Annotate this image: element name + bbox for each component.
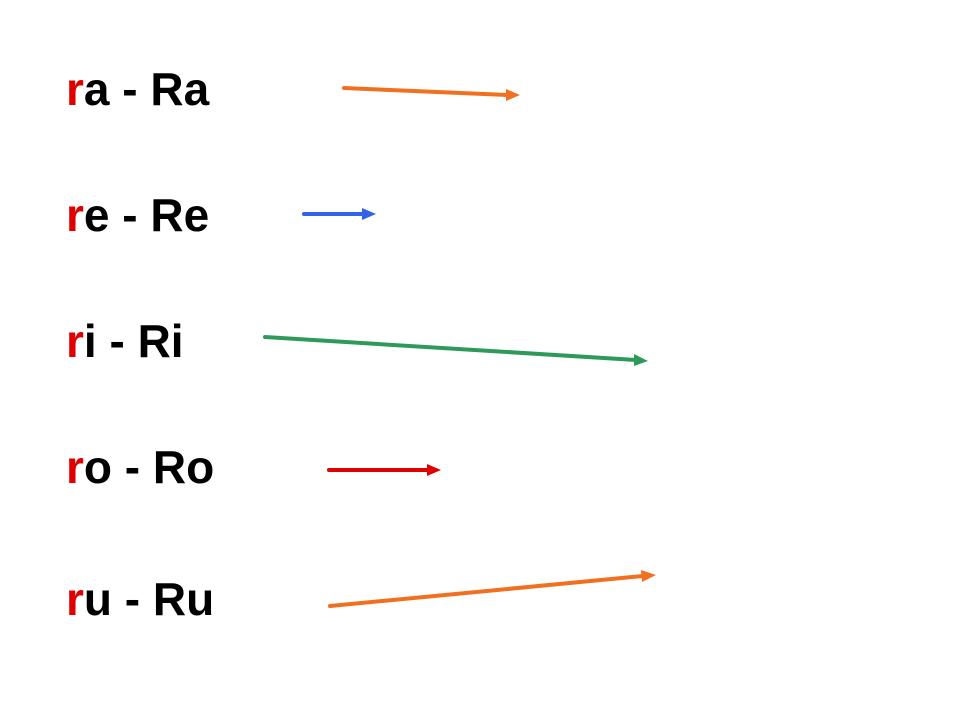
arrow-re xyxy=(302,208,376,220)
syllable-text: i - Ri xyxy=(83,315,184,367)
syllable-row-ro: ro - Ro xyxy=(66,444,214,490)
syllable-initial: r xyxy=(66,63,84,115)
arrow-ru xyxy=(328,570,656,608)
syllable-initial: r xyxy=(66,315,84,367)
syllable-initial: r xyxy=(66,573,84,625)
syllable-row-ri: ri - Ri xyxy=(66,318,184,364)
syllable-text: u - Ru xyxy=(83,573,215,625)
syllable-row-re: re - Re xyxy=(66,192,209,238)
arrow-ra xyxy=(342,86,520,101)
syllable-row-ra: ra - Ra xyxy=(66,66,209,112)
syllable-text: a - Ra xyxy=(83,63,210,115)
syllable-text: o - Ro xyxy=(83,441,215,493)
arrow-ro xyxy=(327,464,441,476)
syllable-initial: r xyxy=(66,189,84,241)
syllable-initial: r xyxy=(66,441,84,493)
arrow-ri xyxy=(263,335,648,366)
syllable-text: e - Re xyxy=(83,189,210,241)
syllable-row-ru: ru - Ru xyxy=(66,576,214,622)
